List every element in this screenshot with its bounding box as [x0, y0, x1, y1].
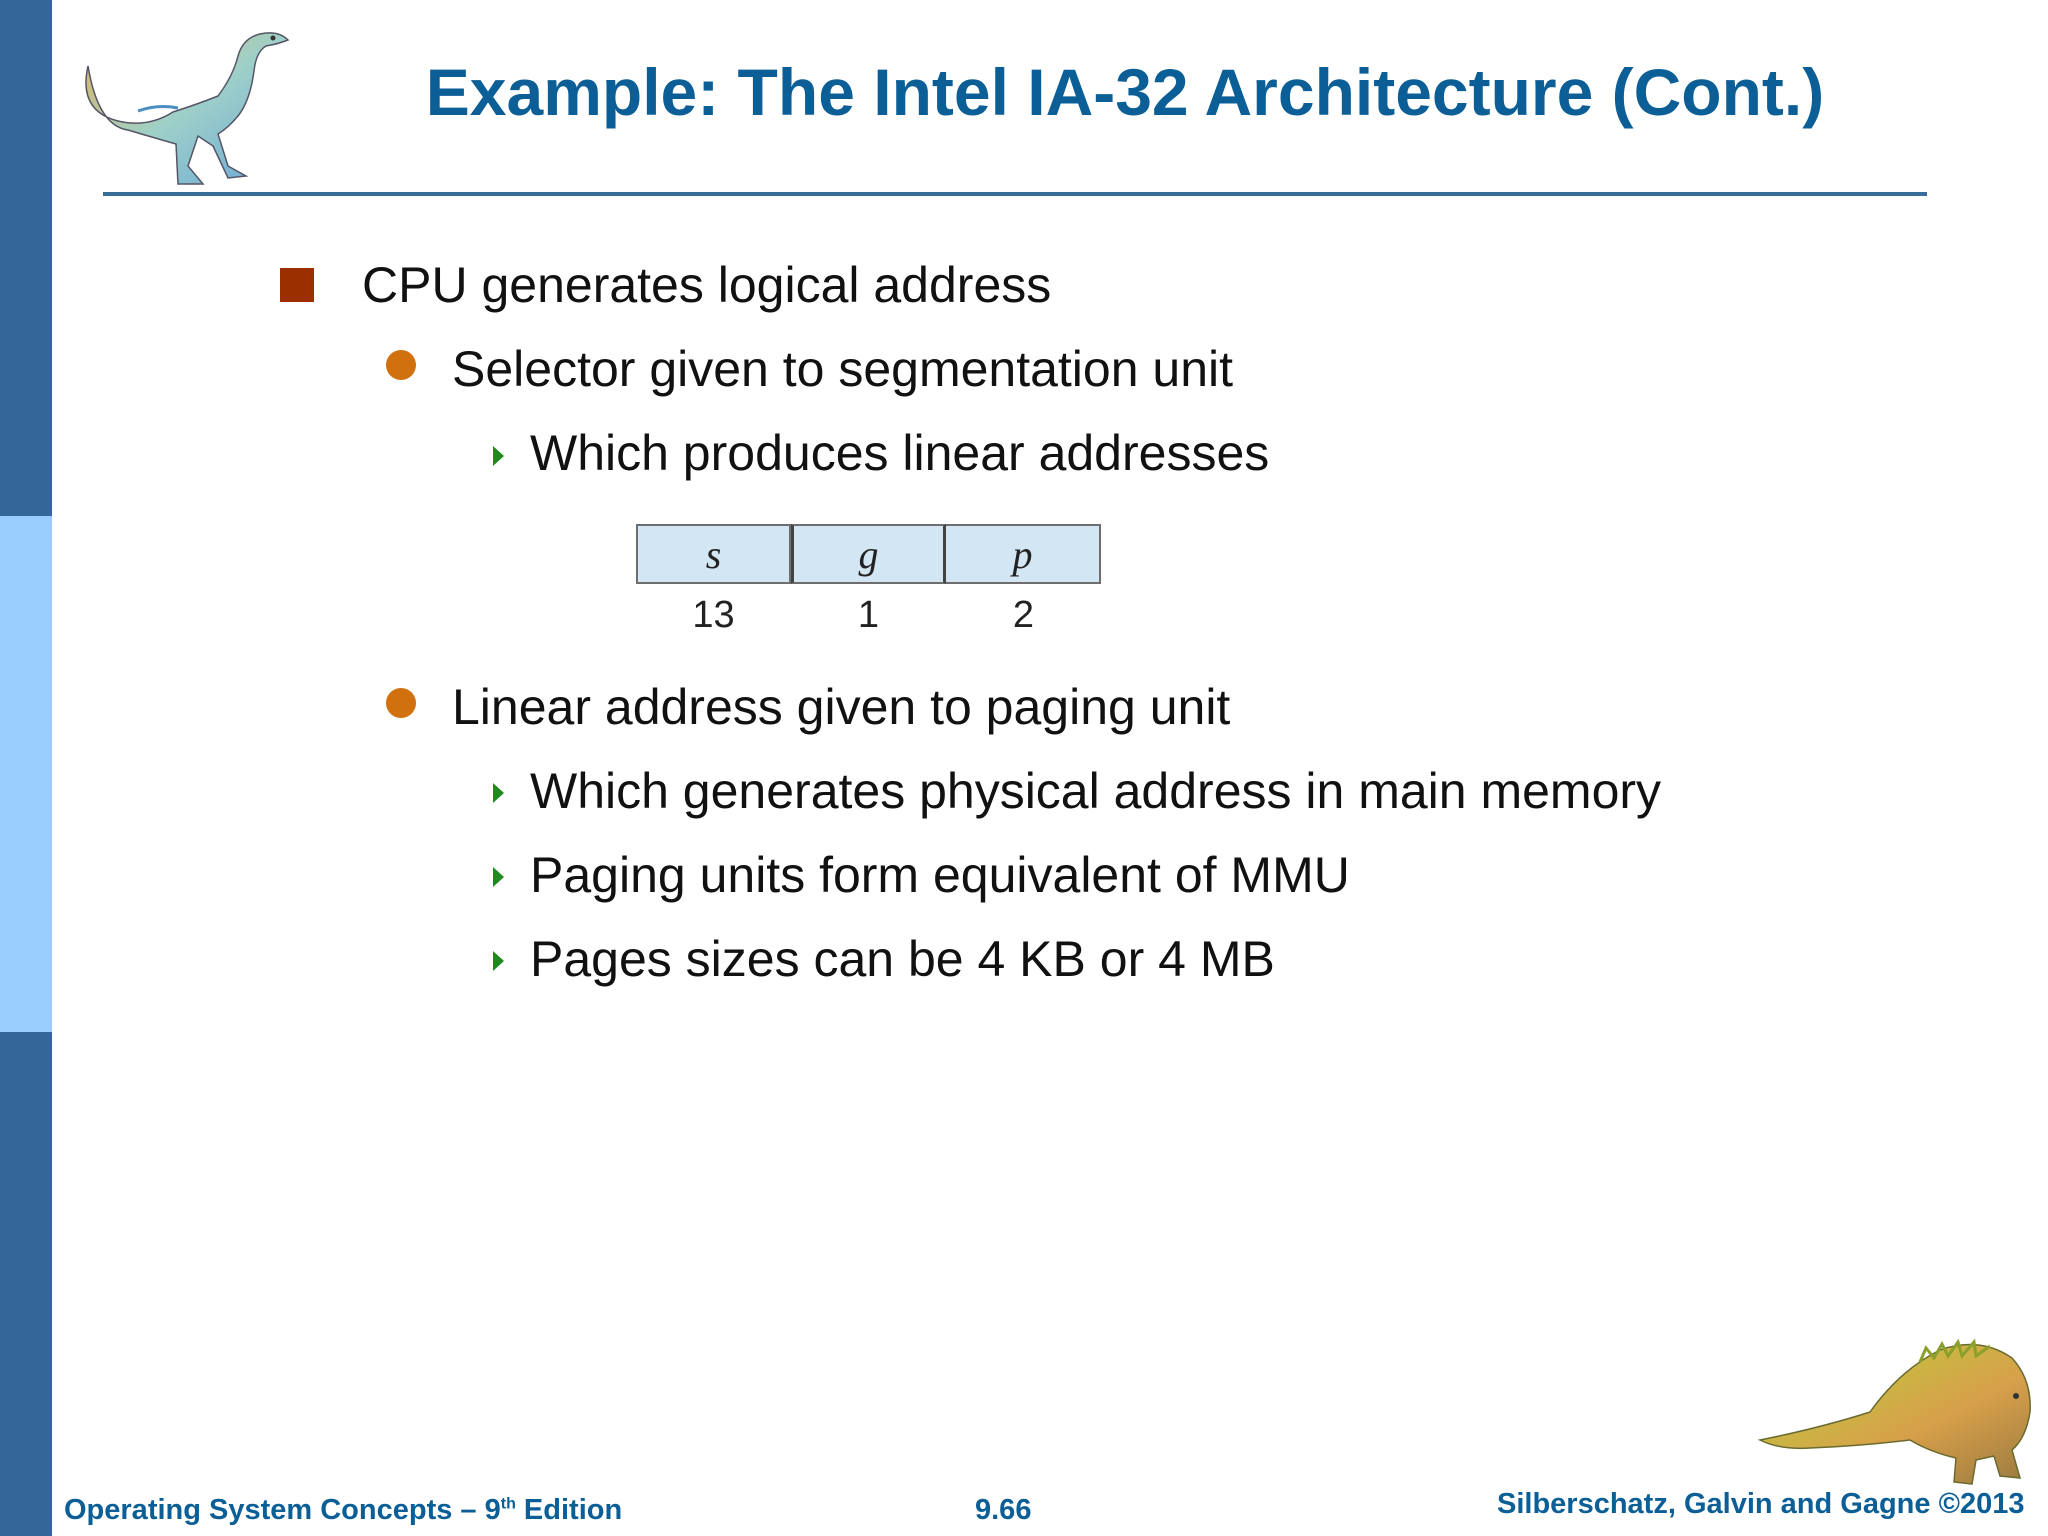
footer-title-sup: th	[500, 1495, 516, 1513]
bullet-linear-addresses: Which produces linear addresses	[530, 425, 1270, 481]
dinosaur-standing-icon	[85, 32, 290, 185]
footer-title-prefix: Operating System Concepts – 9	[64, 1494, 501, 1526]
title-divider	[103, 192, 1927, 196]
footer-authors: Silberschatz, Galvin and Gagne ©2013	[1497, 1488, 2025, 1520]
arrow-bullet-icon	[493, 867, 504, 887]
sidebar-stripe	[0, 0, 52, 1536]
sidebar-top-segment	[0, 0, 52, 516]
footer-title-suffix: Edition	[515, 1494, 623, 1526]
sidebar-middle-segment	[0, 516, 52, 1032]
bullet-selector-segmentation: Selector given to segmentation unit	[452, 341, 1234, 397]
selector-format-diagram: s g p 13 1 2	[636, 524, 1101, 637]
sidebar-bottom-segment	[0, 1032, 52, 1536]
bits-g: 1	[857, 594, 880, 636]
selector-fields-row: s g p	[636, 524, 1101, 584]
field-s: s	[636, 524, 791, 584]
bits-p: 2	[1012, 594, 1035, 636]
bullet-cpu-logical-address: CPU generates logical address	[362, 257, 1052, 313]
dinosaur-crouching-icon	[1757, 1338, 2031, 1485]
square-bullet-icon	[280, 268, 314, 302]
bullet-mmu-equivalent: Paging units form equivalent of MMU	[530, 847, 1350, 903]
bullet-page-sizes: Pages sizes can be 4 KB or 4 MB	[530, 931, 1275, 987]
bullet-linear-paging: Linear address given to paging unit	[452, 679, 1231, 735]
field-g: g	[791, 524, 946, 584]
dot-bullet-icon	[386, 688, 416, 718]
footer-book-title: Operating System Concepts – 9th Edition	[64, 1494, 622, 1527]
arrow-bullet-icon	[493, 951, 504, 971]
bullet-physical-address: Which generates physical address in main…	[530, 763, 1662, 819]
arrow-bullet-icon	[493, 446, 504, 466]
footer-page-number: 9.66	[975, 1494, 1032, 1526]
bits-s: 13	[692, 594, 735, 636]
arrow-bullet-icon	[493, 783, 504, 803]
dot-bullet-icon	[386, 350, 416, 380]
selector-bit-widths: 13 1 2	[636, 594, 1101, 637]
field-p: p	[946, 524, 1101, 584]
slide-title: Example: The Intel IA-32 Architecture (C…	[425, 55, 1825, 129]
